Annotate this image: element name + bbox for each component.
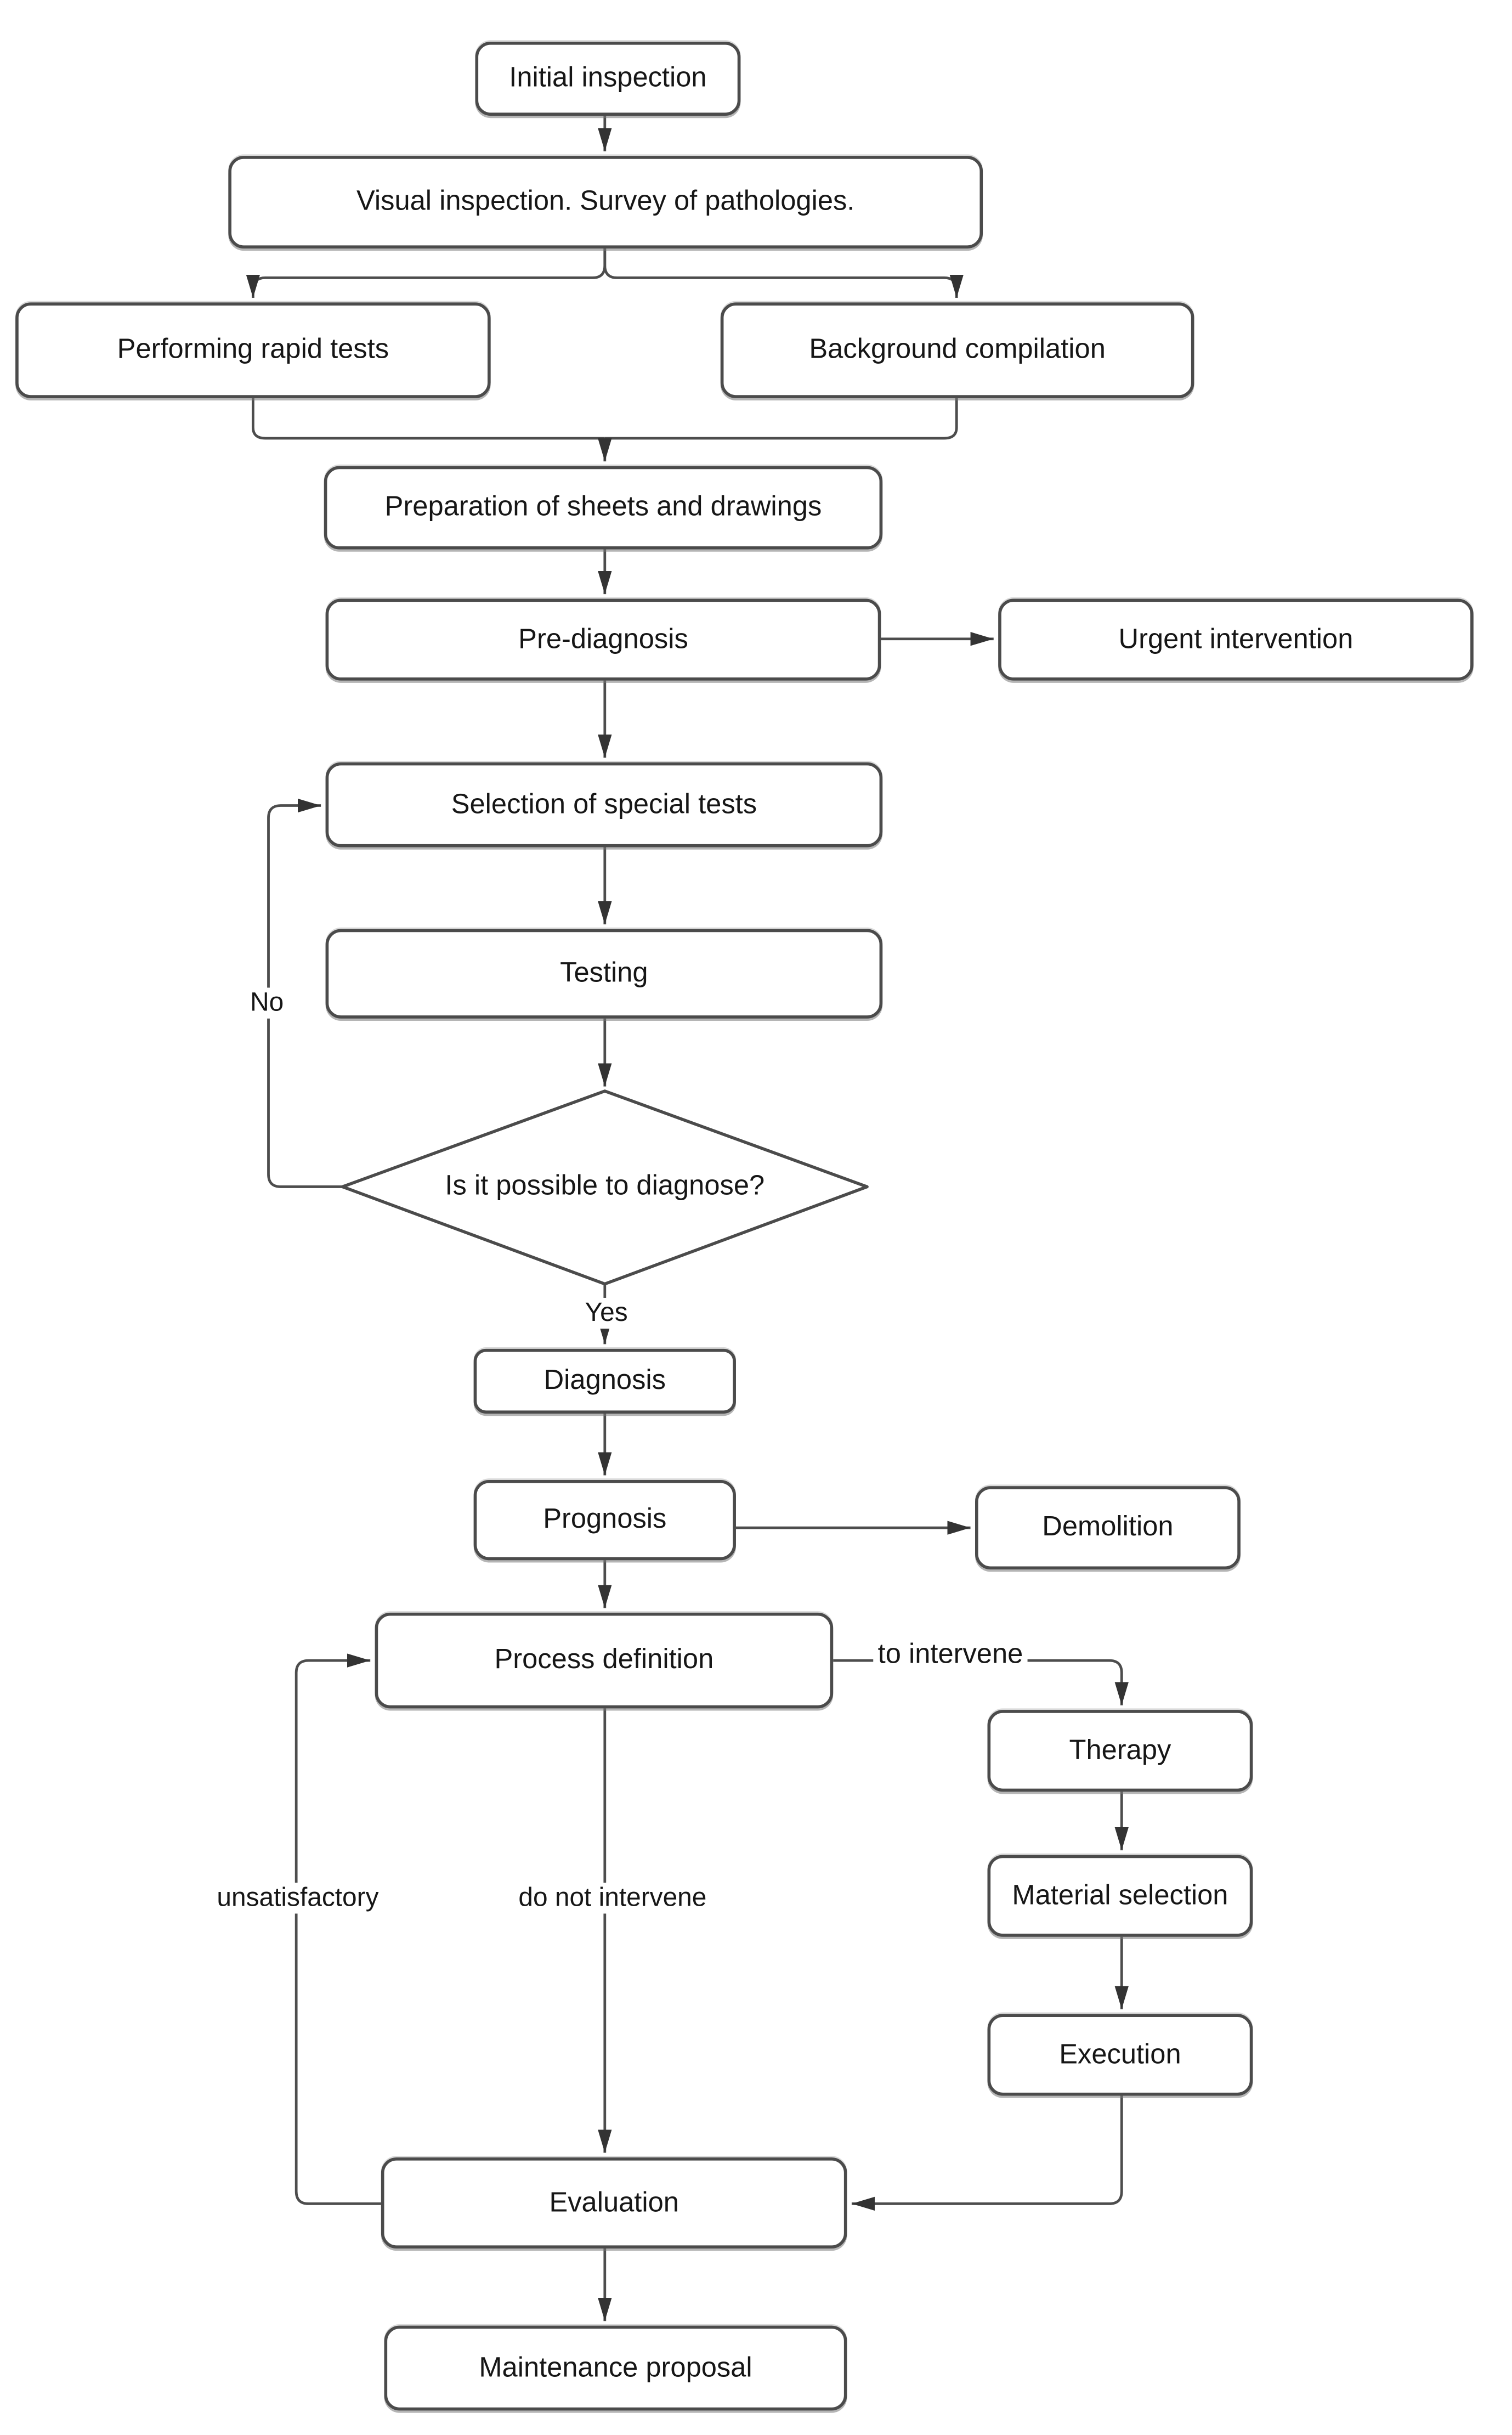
edge-process-to-therapy (833, 1659, 1129, 1705)
edge-label-do-not-intervene: do not intervene (513, 1883, 711, 1914)
edge-label-yes: Yes (580, 1297, 633, 1329)
node-label: Prognosis (543, 1503, 667, 1534)
edge-background-to-merge (604, 398, 958, 440)
node-initial-inspection: Initial inspection (475, 41, 741, 116)
node-label: Testing (560, 957, 648, 988)
edge-rapid-to-merge (251, 398, 605, 440)
node-preparation-sheets-drawings: Preparation of sheets and drawings (324, 466, 883, 550)
edge-label-to-intervene: to intervene (873, 1638, 1028, 1671)
edge-label-no: No (245, 987, 288, 1019)
node-label: Background compilation (809, 334, 1106, 365)
node-therapy: Therapy (987, 1710, 1253, 1792)
node-label: Execution (1059, 2038, 1181, 2069)
node-background-compilation: Background compilation (720, 302, 1194, 398)
node-label: Pre-diagnosis (518, 623, 688, 654)
node-label: Selection of special tests (451, 788, 757, 820)
node-process-definition: Process definition (375, 1612, 834, 1709)
node-visual-inspection: Visual inspection. Survey of pathologies… (228, 156, 983, 248)
edge-label-unsatisfactory: unsatisfactory (212, 1883, 383, 1914)
node-label: Initial inspection (509, 62, 707, 93)
node-label: Material selection (1012, 1879, 1228, 1911)
edge-execution-to-evaluation (851, 2095, 1123, 2211)
node-demolition: Demolition (975, 1486, 1241, 1570)
edge-visual-to-background (603, 248, 964, 298)
node-maintenance-proposal: Maintenance proposal (384, 2325, 847, 2411)
node-material-selection: Material selection (987, 1855, 1253, 1937)
node-diagnosis: Diagnosis (473, 1348, 736, 1414)
node-label: Process definition (494, 1643, 714, 1675)
node-execution: Execution (987, 2014, 1253, 2096)
node-urgent-intervention: Urgent intervention (998, 598, 1474, 681)
node-label: Diagnosis (543, 1364, 666, 1396)
node-evaluation: Evaluation (381, 2157, 847, 2248)
edge-evaluation-unsatisfactory-loop (295, 1653, 381, 2205)
node-label: Urgent intervention (1118, 623, 1354, 654)
node-selection-special-tests: Selection of special tests (325, 762, 883, 848)
node-label: Is it possible to diagnose? (445, 1170, 765, 1201)
node-pre-diagnosis: Pre-diagnosis (325, 598, 881, 681)
node-label: Preparation of sheets and drawings (384, 491, 822, 522)
node-label: Evaluation (549, 2186, 679, 2217)
node-label: Therapy (1069, 1734, 1171, 1765)
node-testing: Testing (325, 929, 883, 1019)
edge-visual-to-rapid (246, 248, 607, 298)
node-diagnose-decision: Is it possible to diagnose? (373, 1140, 836, 1233)
node-label: Demolition (1042, 1511, 1174, 1543)
node-performing-rapid-tests: Performing rapid tests (15, 302, 491, 398)
node-label: Visual inspection. Survey of pathologies… (356, 185, 855, 217)
node-label: Maintenance proposal (479, 2351, 752, 2382)
node-prognosis: Prognosis (473, 1479, 736, 1561)
node-label: Performing rapid tests (117, 334, 389, 365)
decision-diamond-shape (341, 1089, 869, 1286)
